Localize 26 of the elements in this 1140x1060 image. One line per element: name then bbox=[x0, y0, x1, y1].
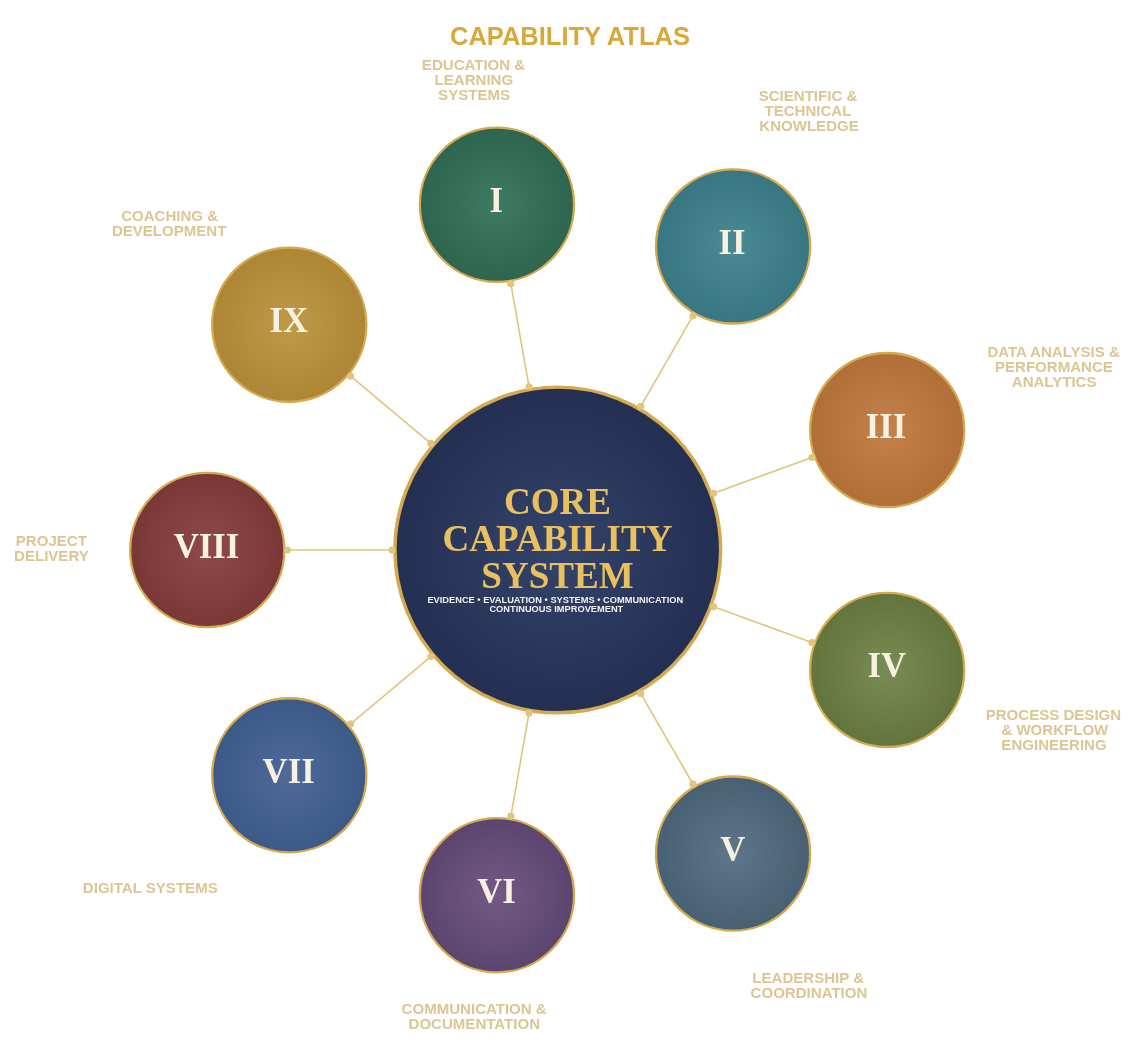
node-label: EDUCATION & LEARNING SYSTEMS bbox=[421, 55, 526, 103]
node-label: DATA ANALYSIS & PERFORMANCE ANALYTICS bbox=[987, 343, 1120, 391]
node-label: SCIENTIFIC & TECHNICAL KNOWLEDGE bbox=[758, 86, 859, 135]
connector bbox=[507, 709, 533, 820]
node-label: COACHING & DEVELOPMENT bbox=[111, 207, 227, 240]
node-label: DIGITAL SYSTEMS bbox=[82, 879, 218, 897]
connector bbox=[347, 652, 435, 728]
node-label: PROJECT DELIVERY bbox=[14, 531, 89, 564]
node-circle: II bbox=[654, 168, 812, 325]
node-circle: VI bbox=[418, 816, 576, 974]
node-circle: I bbox=[418, 126, 576, 284]
connector bbox=[637, 312, 697, 411]
connector bbox=[507, 280, 533, 391]
connector bbox=[283, 546, 396, 554]
diagram-title: CAPABILITY ATLAS bbox=[450, 21, 690, 50]
connector bbox=[709, 603, 816, 647]
node-circle: V bbox=[654, 775, 812, 932]
node-circle: VIII bbox=[129, 471, 286, 629]
connector bbox=[709, 453, 816, 497]
connector bbox=[637, 689, 697, 788]
node-circle: IX bbox=[211, 246, 368, 403]
node-label: COMMUNICATION & DOCUMENTATION bbox=[401, 1000, 547, 1033]
node-circle: VII bbox=[211, 697, 368, 854]
connector bbox=[347, 372, 435, 448]
node-label: PROCESS DESIGN & WORKFLOW ENGINEERING bbox=[985, 705, 1122, 753]
node-label: LEADERSHIP & COORDINATION bbox=[750, 969, 868, 1002]
